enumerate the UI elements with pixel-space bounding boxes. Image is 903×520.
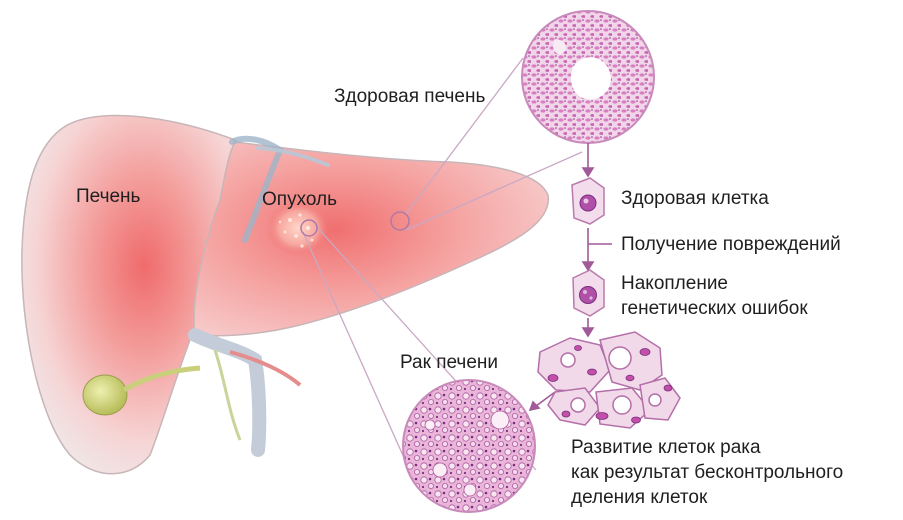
label-liver: Печень <box>76 186 140 208</box>
label-accumulation-line1: Накопление <box>621 273 728 295</box>
label-accumulation-line2: генетических ошибок <box>621 298 808 320</box>
hepatic-artery <box>230 352 300 385</box>
label-healthy-cell: Здоровая клетка <box>621 188 769 210</box>
label-liver-cancer: Рак печени <box>400 352 498 374</box>
label-development-line2: как результат бесконтрольного <box>571 462 843 484</box>
healthy-tissue-circle <box>522 11 654 143</box>
label-development-line3: деления клеток <box>571 487 707 509</box>
damaged-cell <box>573 270 604 316</box>
cancer-cell-cluster <box>538 332 680 428</box>
gallbladder <box>83 375 127 415</box>
label-healthy-liver: Здоровая печень <box>334 86 485 108</box>
label-damage: Получение повреждений <box>621 234 841 256</box>
bile-duct <box>215 350 240 440</box>
healthy-cell <box>572 178 604 224</box>
label-tumor: Опухоль <box>262 189 337 211</box>
cancer-tissue-circle <box>403 380 535 512</box>
label-development-line1: Развитие клеток рака <box>571 437 761 459</box>
